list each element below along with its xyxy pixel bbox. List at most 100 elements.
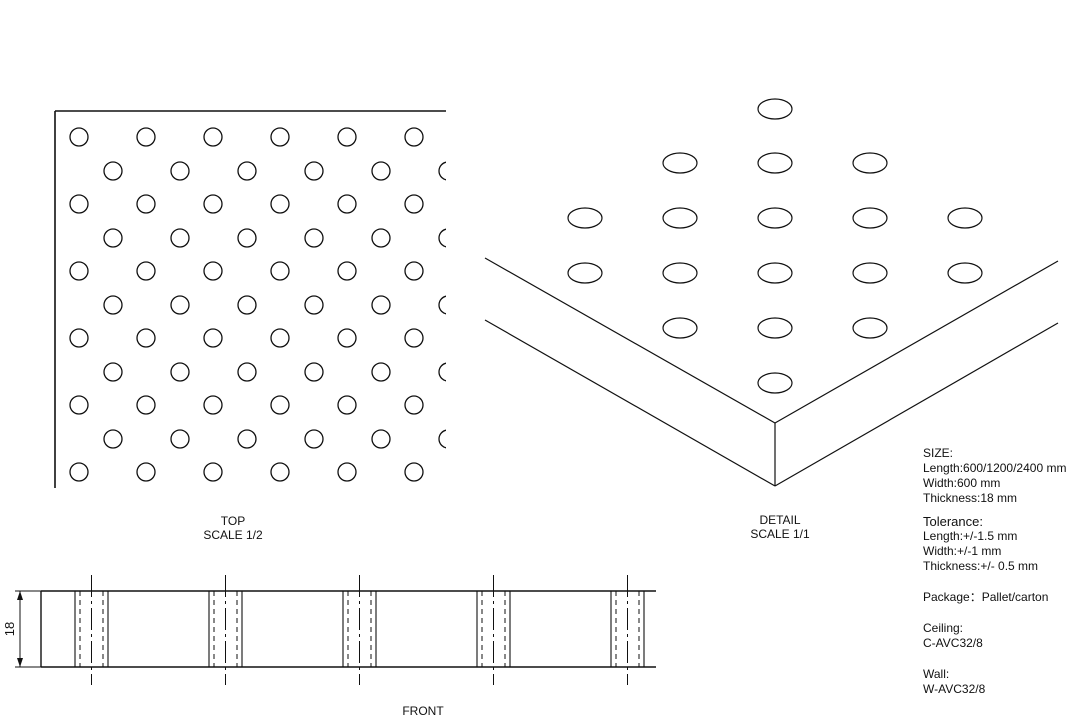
perforation-hole <box>69 261 89 281</box>
perforation-hole <box>852 262 888 284</box>
perforation-hole <box>237 161 257 181</box>
perforation-hole <box>757 317 793 339</box>
perforation-hole <box>203 127 223 147</box>
perforation-hole <box>404 261 424 281</box>
perforation-hole <box>69 395 89 415</box>
perforation-hole <box>404 194 424 214</box>
top-view-hole-pattern <box>69 127 446 482</box>
perforation-hole <box>404 328 424 348</box>
perforation-hole <box>136 127 156 147</box>
perforation-hole <box>304 429 324 449</box>
perforation-hole <box>757 262 793 284</box>
perforation-hole <box>237 362 257 382</box>
perforation-hole <box>852 317 888 339</box>
front-view-hole-sections <box>74 575 645 685</box>
detail-view-scale: SCALE 1/1 <box>750 527 810 541</box>
wall-code: W-AVC32/8 <box>923 682 986 696</box>
perforation-hole <box>237 429 257 449</box>
perforation-hole <box>438 295 446 315</box>
tolerance-width: Width:+/-1 mm <box>923 544 1002 558</box>
perforation-hole <box>947 262 983 284</box>
detail-view-panel <box>484 98 1059 487</box>
perforation-hole <box>69 462 89 482</box>
perforation-hole <box>337 194 357 214</box>
perforation-hole <box>371 161 391 181</box>
top-view-panel <box>54 110 446 488</box>
perforation-hole <box>371 429 391 449</box>
perforation-hole <box>103 161 123 181</box>
front-view-caption: FRONT <box>373 704 473 718</box>
perforation-hole <box>103 362 123 382</box>
top-view-caption: TOP SCALE 1/2 <box>183 514 283 542</box>
detail-view-caption: DETAIL SCALE 1/1 <box>725 513 835 541</box>
front-view-panel: 18 <box>2 575 656 685</box>
tolerance-heading: Tolerance: <box>923 514 983 529</box>
perforation-hole <box>337 261 357 281</box>
perforation-hole <box>170 228 190 248</box>
perforation-hole <box>304 228 324 248</box>
perforation-hole <box>337 127 357 147</box>
perforation-hole <box>136 261 156 281</box>
package-info: Package：Pallet/carton <box>923 590 1049 604</box>
size-width: Width:600 mm <box>923 476 1001 490</box>
perforation-hole <box>103 228 123 248</box>
perforation-hole <box>237 228 257 248</box>
perforation-hole <box>404 395 424 415</box>
top-view-name: TOP <box>220 514 246 528</box>
ceiling-code: C-AVC32/8 <box>923 636 983 650</box>
perforation-hole <box>404 462 424 482</box>
perforation-hole <box>203 261 223 281</box>
perforation-hole <box>371 228 391 248</box>
perforation-hole <box>170 161 190 181</box>
perforation-hole <box>136 395 156 415</box>
perforation-hole <box>337 395 357 415</box>
perforation-hole <box>103 429 123 449</box>
perforation-hole <box>170 295 190 315</box>
perforation-hole <box>757 98 793 120</box>
perforation-hole <box>203 328 223 348</box>
perforation-hole <box>438 429 446 449</box>
wall-heading: Wall: <box>923 667 950 681</box>
perforation-hole <box>757 372 793 394</box>
perforation-hole <box>237 295 257 315</box>
perforation-hole <box>371 295 391 315</box>
size-thickness: Thickness:18 mm <box>923 491 1018 505</box>
perforation-hole <box>662 207 698 229</box>
perforation-hole <box>304 295 324 315</box>
perforation-hole <box>203 395 223 415</box>
top-view-scale: SCALE 1/2 <box>203 528 263 542</box>
tolerance-thickness: Thickness:+/- 0.5 mm <box>923 559 1039 573</box>
perforation-hole <box>270 328 290 348</box>
spec-block: SIZE: Length:600/1200/2400 mm Width:600 … <box>923 446 1080 697</box>
perforation-hole <box>852 152 888 174</box>
perforation-hole <box>662 152 698 174</box>
perforation-hole <box>69 328 89 348</box>
perforation-hole <box>567 207 603 229</box>
detail-view-name: DETAIL <box>759 513 801 527</box>
front-dimension-arrow-top <box>17 591 23 600</box>
perforation-hole <box>270 395 290 415</box>
perforation-hole <box>170 429 190 449</box>
perforation-hole <box>757 152 793 174</box>
front-dimension-arrow-bottom <box>17 658 23 667</box>
perforation-hole <box>203 194 223 214</box>
perforation-hole <box>947 207 983 229</box>
perforation-hole <box>270 194 290 214</box>
size-heading: SIZE: <box>923 446 954 460</box>
front-dimension-value: 18 <box>2 622 17 636</box>
perforation-hole <box>404 127 424 147</box>
perforation-hole <box>69 194 89 214</box>
perforation-hole <box>136 194 156 214</box>
detail-bottom-left-edge <box>484 319 776 487</box>
tolerance-length: Length:+/-1.5 mm <box>923 529 1018 543</box>
perforation-hole <box>270 462 290 482</box>
perforation-hole <box>438 161 446 181</box>
detail-top-right-edge <box>774 260 1059 424</box>
perforation-hole <box>852 207 888 229</box>
perforation-hole <box>203 462 223 482</box>
perforation-hole <box>69 127 89 147</box>
perforation-hole <box>136 328 156 348</box>
perforation-hole <box>270 127 290 147</box>
perforation-hole <box>337 328 357 348</box>
